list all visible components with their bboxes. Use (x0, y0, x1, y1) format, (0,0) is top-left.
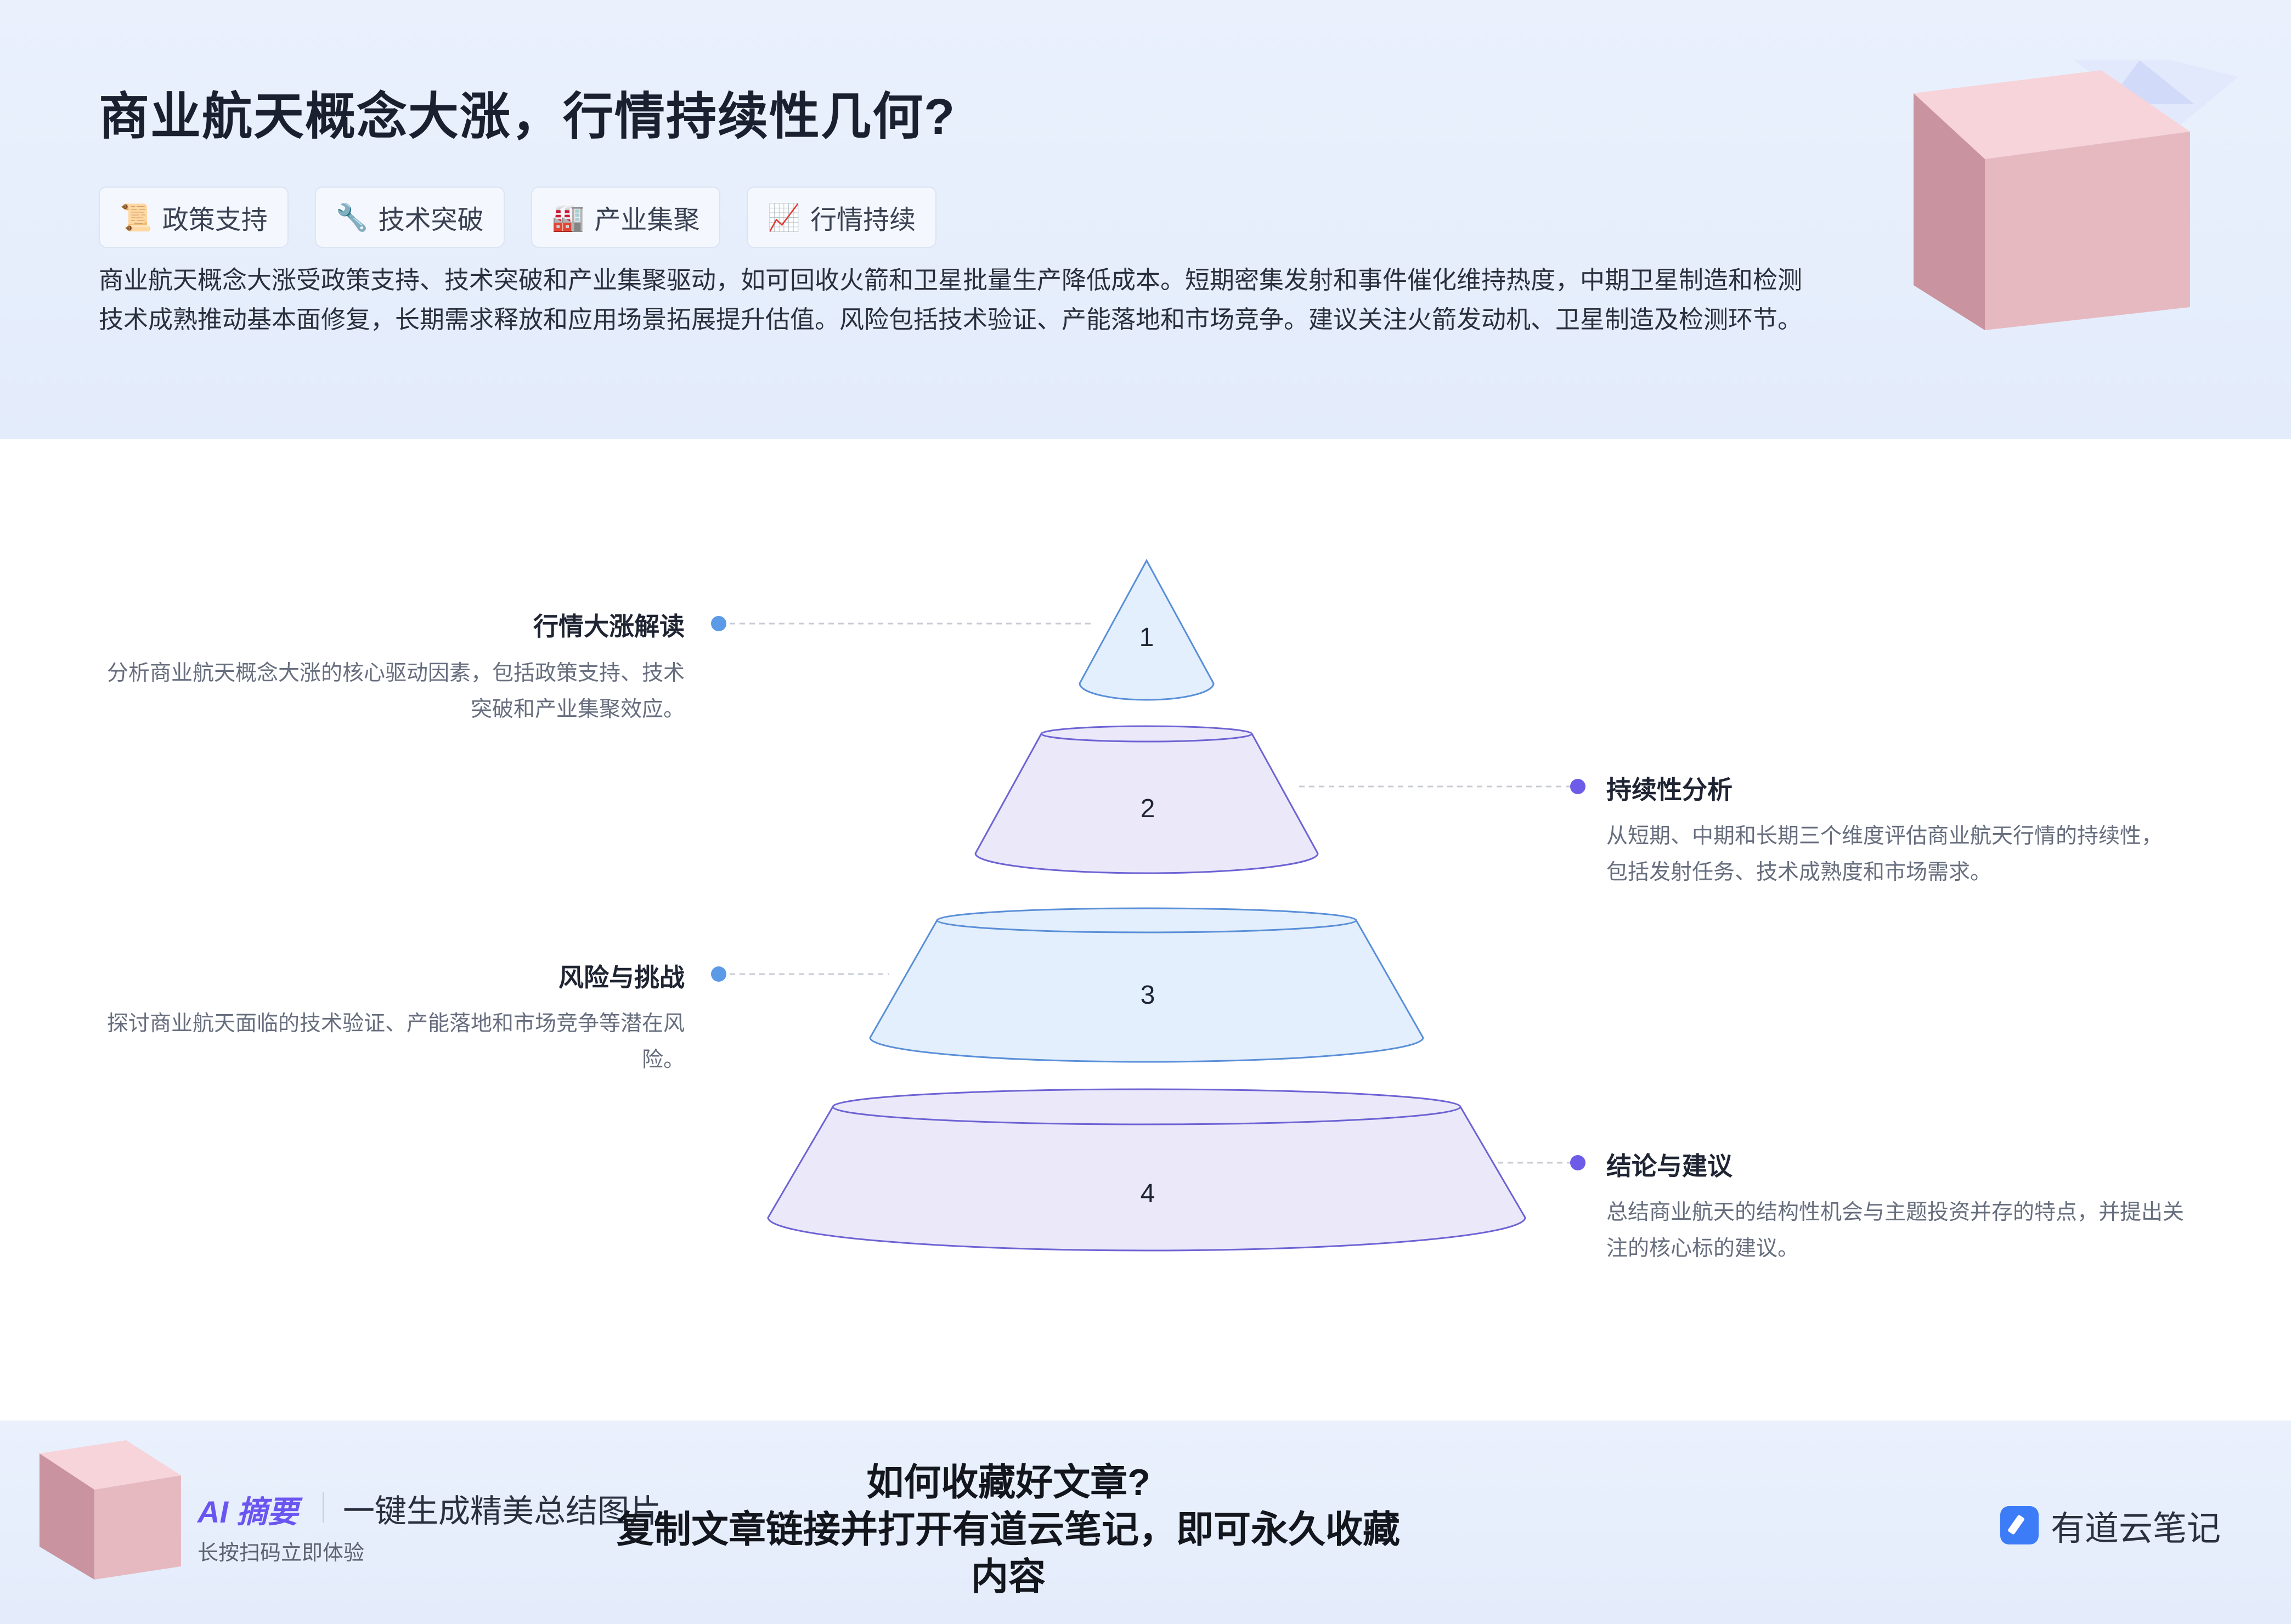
level-number: 4 (1141, 1179, 1155, 1208)
level-dot-2 (1570, 779, 1585, 794)
brand-name: 有道云笔记 (2051, 1510, 2221, 1548)
tag-label: 行情持续 (810, 206, 916, 235)
level-4-desc: 总结商业航天的结构性机会与主题投资并存的特点，并提出关注的核心标的建议。 (1606, 1201, 2185, 1260)
pyramid-diagram: 1 2 3 4 (711, 558, 1585, 1252)
divider (323, 1492, 324, 1523)
howto-line-1: 如何收藏好文章? (866, 1462, 1150, 1503)
cube-illustration (1914, 60, 2238, 330)
scan-hint: 长按扫码立即体验 (198, 1542, 365, 1565)
note-pen-icon (2000, 1506, 2039, 1544)
level-dot-1 (711, 616, 726, 631)
level-1-title: 行情大涨解读 (533, 612, 685, 641)
level-number: 1 (1139, 623, 1154, 652)
howto-line-2: 复制文章链接并打开有道云笔记，即可永久收藏内容 (616, 1509, 1400, 1598)
level-2-title: 持续性分析 (1606, 776, 1733, 804)
wrench-icon: 🔧 (335, 202, 369, 233)
footer-section: AI 摘要 一键生成精美总结图片 长按扫码立即体验 如何收藏好文章? 复制文章链… (0, 1421, 2291, 1624)
ai-summary-label: AI 摘要 (198, 1495, 298, 1529)
summary-text: 商业航天概念大涨受政策支持、技术突破和产业集聚驱动，如可回收火箭和卫星批量生产降… (99, 266, 1803, 333)
level-number: 2 (1141, 794, 1155, 823)
scroll-icon: 📜 (120, 202, 153, 233)
level-dot-3 (711, 966, 726, 982)
brand-logo: 有道云笔记 (2000, 1501, 2221, 1550)
cube-icon (40, 1440, 181, 1580)
tag-list: 📜 政策支持 🔧 技术突破 🏭 产业集聚 📈 行情持续 (99, 186, 937, 248)
header-section: 商业航天概念大涨，行情持续性几何? 📜 政策支持 🔧 技术突破 🏭 产业集聚 📈… (0, 0, 2291, 439)
howto-text: 如何收藏好文章? 复制文章链接并打开有道云笔记，即可永久收藏内容 (603, 1459, 1413, 1600)
pyramid-level-4: 4 (767, 1088, 1526, 1252)
tag-label: 产业集聚 (594, 206, 700, 235)
tag-policy: 📜 政策支持 (99, 186, 289, 248)
chart-up-icon: 📈 (768, 202, 801, 233)
level-1-desc: 分析商业航天概念大涨的核心驱动因素，包括政策支持、技术突破和产业集聚效应。 (106, 661, 685, 721)
pyramid-level-2: 2 (974, 725, 1319, 874)
level-2-desc: 从短期、中期和长期三个维度评估商业航天行情的持续性，包括发射任务、技术成熟度和市… (1606, 824, 2163, 884)
pyramid-level-1: 1 (1079, 558, 1215, 701)
level-3-desc: 探讨商业航天面临的技术验证、产能落地和市场竞争等潜在风险。 (106, 1012, 685, 1072)
level-3-title: 风险与挑战 (558, 963, 685, 992)
slogan-text: 一键生成精美总结图片 (343, 1493, 662, 1529)
tag-tech: 🔧 技术突破 (314, 186, 505, 248)
level-4-title: 结论与建议 (1606, 1152, 1733, 1180)
pyramid-level-3: 3 (869, 907, 1424, 1063)
factory-icon: 🏭 (551, 202, 585, 233)
tag-market: 📈 行情持续 (747, 186, 937, 248)
level-number: 3 (1141, 981, 1155, 1010)
level-dot-4 (1570, 1155, 1585, 1170)
tag-label: 政策支持 (162, 206, 268, 235)
page-title: 商业航天概念大涨，行情持续性几何? (99, 89, 956, 145)
tag-industry: 🏭 产业集聚 (531, 186, 721, 248)
tag-label: 技术突破 (378, 206, 484, 235)
